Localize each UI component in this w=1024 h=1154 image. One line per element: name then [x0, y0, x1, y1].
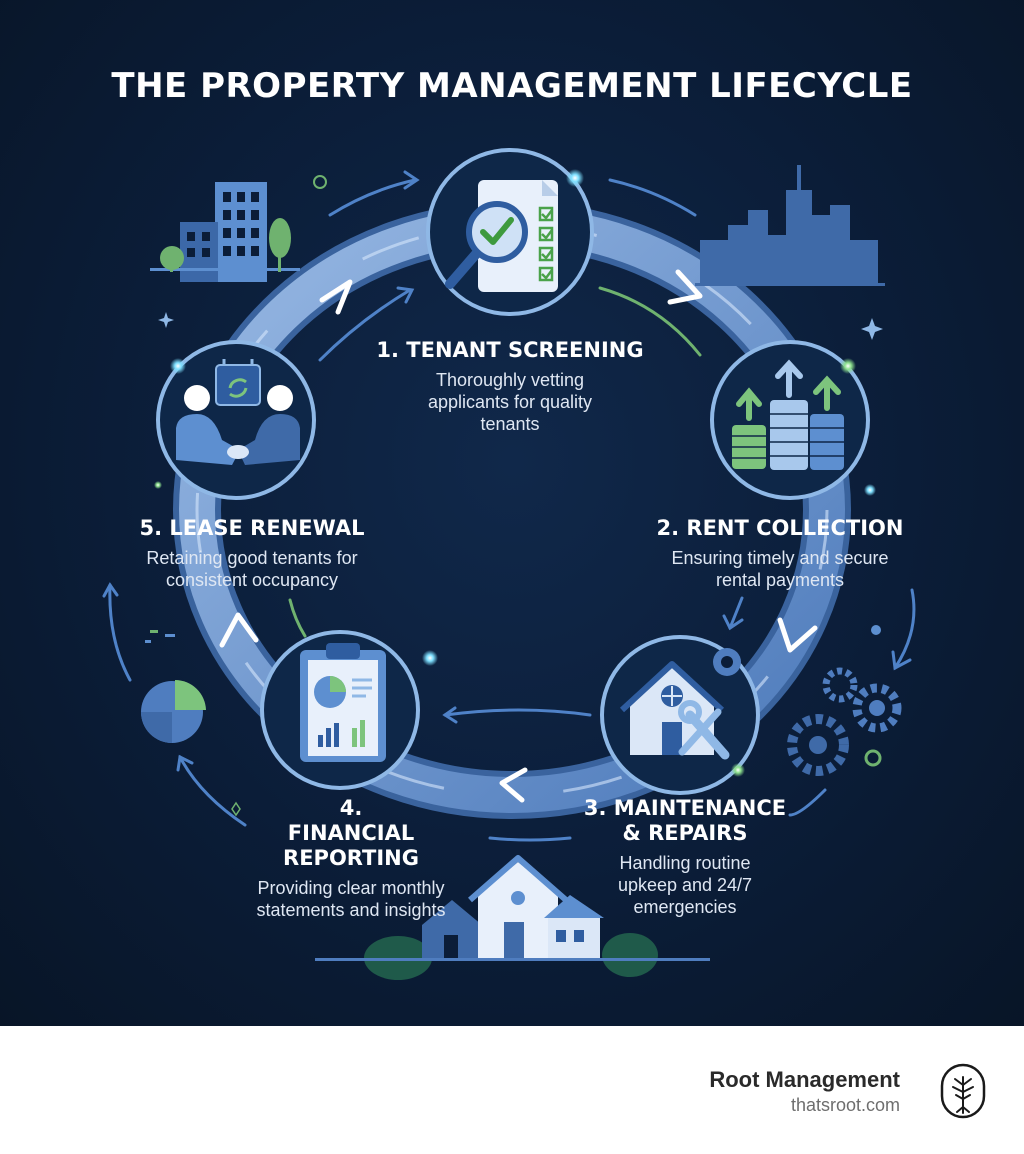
step-1-description: Thoroughly vetting applicants for qualit… — [427, 370, 593, 434]
step-2-description: Ensuring timely and secure rental paymen… — [671, 548, 889, 590]
pie-chart-icon — [141, 679, 206, 743]
footer: Root Management thatsroot.com — [0, 1026, 1024, 1154]
step-2-text: 2. RENT COLLECTION Ensuring timely and s… — [636, 516, 924, 591]
step5-badge — [156, 340, 316, 500]
infographic-canvas: THE PROPERTY MANAGEMENT LIFECYCLE 1. TEN… — [0, 0, 1024, 1026]
brand-url[interactable]: thatsroot.com — [790, 1095, 900, 1115]
house-wrench-icon — [619, 661, 730, 760]
step-5-text: 5. LEASE RENEWAL Retaining good tenants … — [100, 516, 404, 591]
ring-arrow-left — [219, 612, 259, 648]
gear-icon — [713, 648, 741, 676]
thin-arrow-10 — [488, 836, 572, 842]
tree-logo-icon — [940, 1063, 986, 1119]
thin-arrow-3 — [598, 286, 702, 357]
step-4-text: 4. FINANCIAL REPORTING Providing clear m… — [240, 796, 462, 921]
thin-arrow-12 — [288, 598, 307, 638]
thin-arrow-9 — [108, 583, 132, 682]
step1-badge — [426, 148, 594, 316]
step-1-text: 1. TENANT SCREENING Thoroughly vetting a… — [345, 338, 675, 435]
page-title: THE PROPERTY MANAGEMENT LIFECYCLE — [111, 66, 913, 106]
thin-arrow-6 — [728, 596, 744, 630]
checklist-magnifier-icon — [445, 180, 558, 292]
step2-badge — [710, 340, 870, 500]
step-3-text: 3. MAINTENANCE & REPAIRS Handling routin… — [572, 796, 798, 918]
thin-arrow-4 — [318, 288, 412, 362]
step-3-title: 3. MAINTENANCE & REPAIRS — [583, 796, 787, 845]
handshake-icon — [176, 359, 300, 465]
step-3-description: Handling routine upkeep and 24/7 emergen… — [617, 853, 753, 917]
gears-icon — [787, 625, 902, 776]
step3-badge — [600, 635, 760, 795]
ring-arrow-top-right — [667, 269, 703, 305]
thin-arrow-8 — [178, 755, 247, 827]
step-5-title: 5. LEASE RENEWAL — [139, 516, 365, 540]
brand-name: Root Management — [709, 1067, 900, 1092]
city-buildings-icon — [150, 175, 327, 282]
step-1-title: 1. TENANT SCREENING — [376, 338, 644, 362]
step-2-title: 2. RENT COLLECTION — [656, 516, 904, 540]
ring-arrow-top-left — [319, 279, 353, 315]
report-clipboard-icon — [300, 643, 386, 762]
thin-arrow-1 — [328, 178, 417, 217]
lifecycle-art — [102, 148, 916, 980]
sparkles — [145, 312, 883, 817]
houses-icon — [315, 855, 710, 980]
step-4-description: Providing clear monthly statements and i… — [256, 878, 446, 920]
ring-arrow-bottom — [499, 767, 528, 803]
city-skyline-icon — [695, 165, 885, 286]
thin-arrow-11 — [788, 788, 827, 817]
thin-arrow-7 — [443, 708, 592, 717]
brand-block: Root Management thatsroot.com — [709, 1068, 900, 1116]
step-4-title: 4. FINANCIAL REPORTING — [283, 796, 419, 870]
coin-stacks-icon — [732, 359, 844, 470]
ring-arrow-right — [777, 617, 818, 653]
step4-badge — [260, 630, 438, 790]
thin-arrow-5 — [893, 588, 916, 670]
thin-arrow-2 — [608, 178, 697, 217]
step-5-description: Retaining good tenants for consistent oc… — [146, 548, 358, 590]
